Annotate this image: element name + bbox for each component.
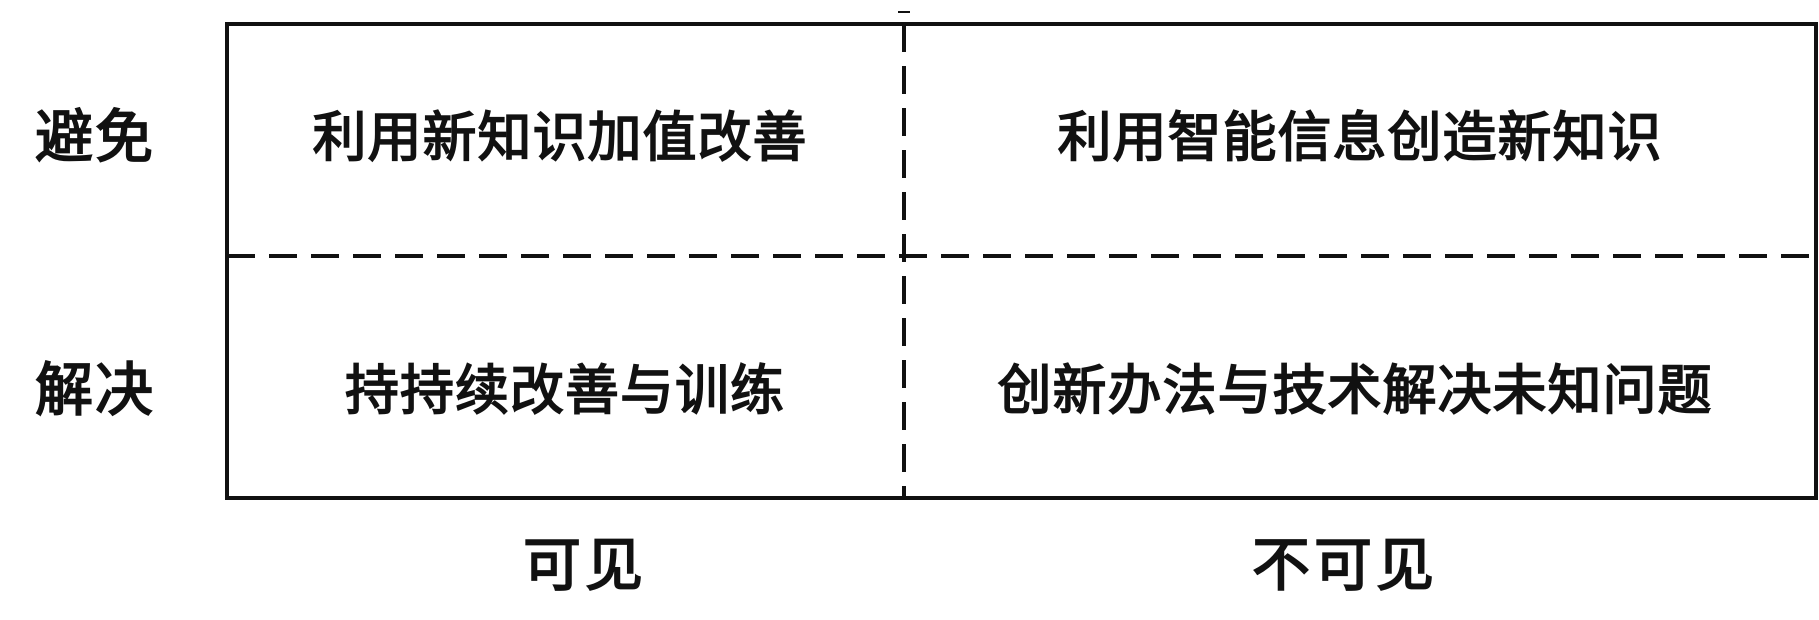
cell-solve-invisible: 创新办法与技术解决未知问题 xyxy=(997,358,1713,422)
row-label-avoid: 避免 xyxy=(34,103,156,171)
matrix-frame xyxy=(225,22,1818,500)
cell-avoid-visible: 利用新知识加值改善 xyxy=(312,105,808,169)
column-label-invisible: 不可见 xyxy=(1251,531,1439,599)
cell-solve-visible: 持持续改善与训练 xyxy=(345,358,785,422)
cell-avoid-invisible: 利用智能信息创造新知识 xyxy=(1057,105,1663,169)
row-label-solve: 解决 xyxy=(34,356,156,424)
column-label-visible: 可见 xyxy=(522,531,648,599)
